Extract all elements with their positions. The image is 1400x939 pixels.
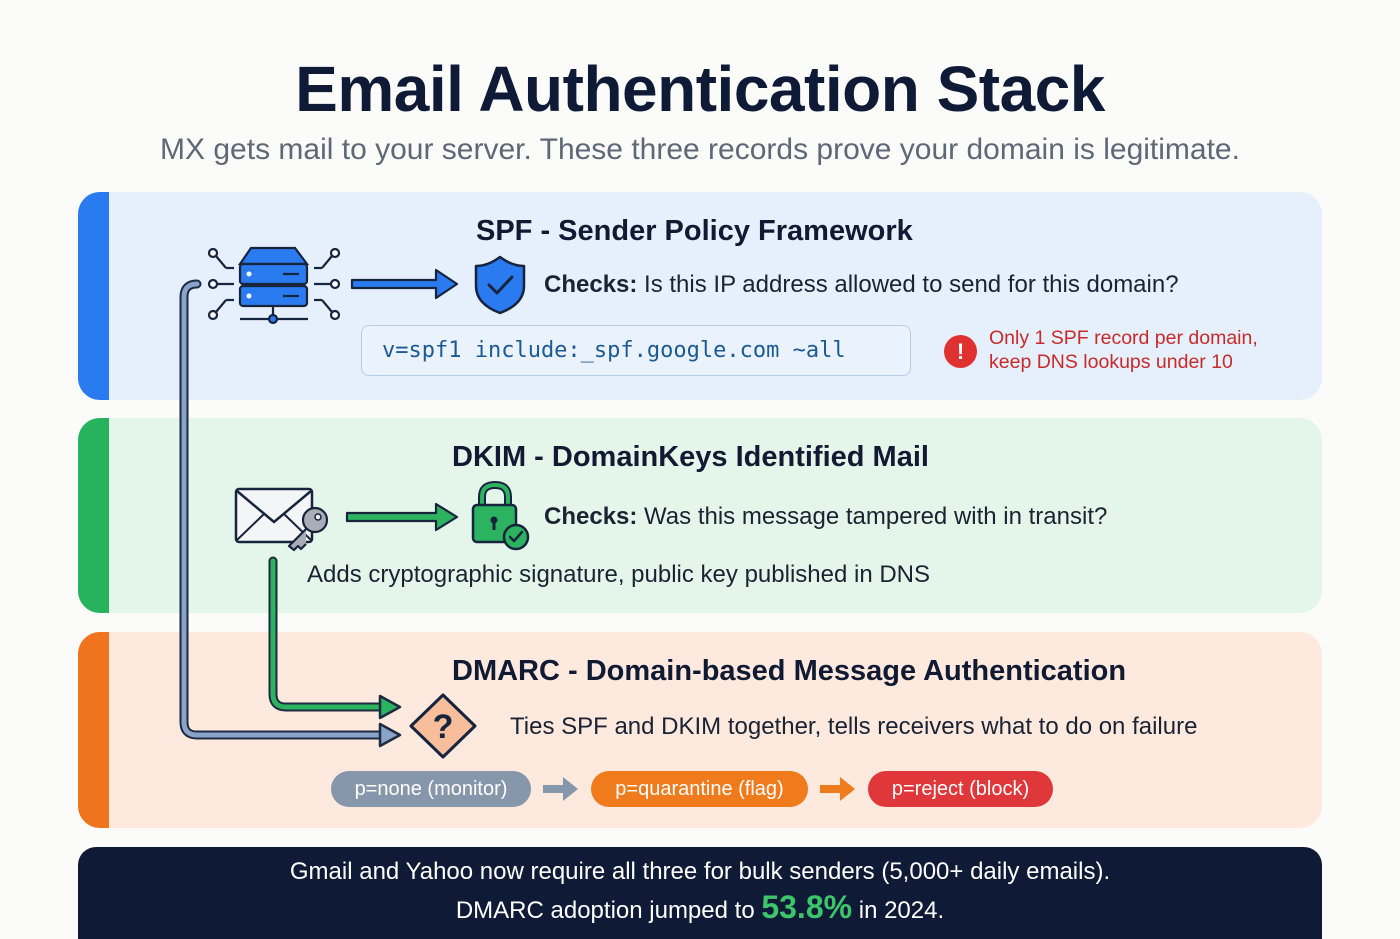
policy-none-pill: p=none (monitor) — [331, 771, 531, 807]
spf-record-code: v=spf1 include:_spf.google.com ~all — [361, 325, 911, 376]
spf-warning-line2: keep DNS lookups under 10 — [989, 351, 1233, 373]
dmarc-adoption-stat: 53.8% — [761, 889, 853, 925]
dmarc-accent-stripe — [78, 632, 109, 828]
footer-banner: Gmail and Yahoo now require all three fo… — [78, 847, 1322, 939]
dkim-checks: Checks: Was this message tampered with i… — [544, 503, 1107, 531]
footer-line2-suffix: in 2024. — [852, 897, 945, 924]
dkim-checks-label: Checks: — [544, 503, 638, 530]
dmarc-heading: DMARC - Domain-based Message Authenticat… — [452, 655, 1127, 687]
spf-accent-stripe — [78, 192, 109, 400]
spf-warning: Only 1 SPF record per domain, keep DNS l… — [989, 326, 1258, 374]
dkim-description: Adds cryptographic signature, public key… — [307, 561, 931, 588]
spf-warning-line1: Only 1 SPF record per domain, — [989, 327, 1258, 349]
dmarc-description: Ties SPF and DKIM together, tells receiv… — [510, 713, 1198, 740]
spf-checks-label: Checks: — [544, 271, 638, 298]
dkim-heading: DKIM - DomainKeys Identified Mail — [452, 441, 929, 473]
footer-line2-prefix: DMARC adoption jumped to — [455, 897, 762, 924]
policy-quarantine-pill: p=quarantine (flag) — [591, 771, 808, 807]
policy-reject-pill: p=reject (block) — [868, 771, 1053, 807]
spf-checks: Checks: Is this IP address allowed to se… — [544, 271, 1179, 299]
dkim-accent-stripe — [78, 418, 109, 613]
spf-heading: SPF - Sender Policy Framework — [476, 215, 913, 247]
alert-icon: ! — [944, 335, 977, 368]
spf-checks-text: Is this IP address allowed to send for t… — [637, 271, 1179, 298]
footer-line1: Gmail and Yahoo now require all three fo… — [289, 858, 1111, 885]
page-title: Email Authentication Stack — [295, 53, 1105, 125]
footer-line2: DMARC adoption jumped to 53.8% in 2024. — [78, 889, 1322, 926]
dkim-checks-text: Was this message tampered with in transi… — [637, 503, 1108, 530]
page-subtitle: MX gets mail to your server. These three… — [160, 133, 1240, 166]
